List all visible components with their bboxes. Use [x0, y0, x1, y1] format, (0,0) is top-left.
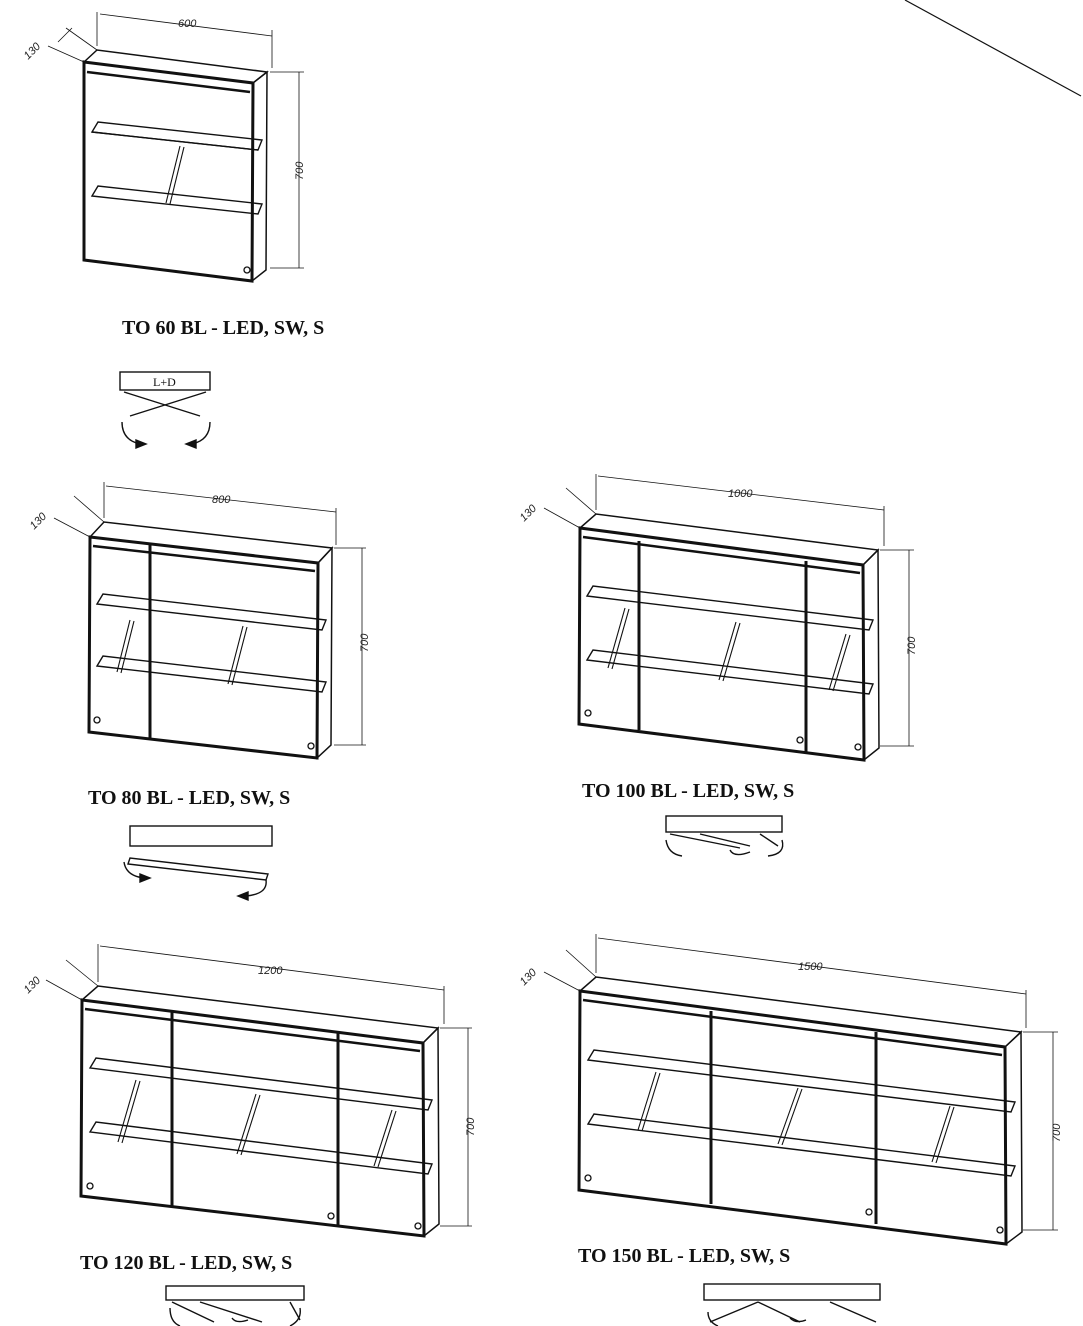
dim-width-to80: 800 [212, 494, 231, 506]
cabinet-side [422, 1026, 440, 1238]
cabinet-front [577, 526, 866, 762]
door-symbol-to60 [119, 371, 211, 450]
dim-height-to150: 700 [1051, 1123, 1063, 1142]
dim-height-to60: 700 [294, 161, 306, 180]
cabinet-top [578, 976, 1023, 1048]
caption-to100: TO 100 BL - LED, SW, S [582, 780, 795, 802]
dim-width-to60: 600 [178, 18, 197, 30]
dim-depth-to120: 130 [22, 974, 44, 996]
cabinet-to80 [53, 482, 366, 760]
cabinet-to150 [543, 934, 1058, 1246]
door-symbol-to100 [665, 815, 784, 857]
cabinet-front [82, 60, 255, 283]
caption-to150: TO 150 BL - LED, SW, S [578, 1245, 791, 1267]
dim-depth-to100: 130 [518, 502, 540, 524]
door-symbol-to150 [703, 1283, 881, 1326]
cabinet-to100 [543, 474, 914, 762]
caption-to80: TO 80 BL - LED, SW, S [88, 787, 291, 809]
dim-width-to120: 1200 [258, 965, 283, 977]
caption-to120: TO 120 BL - LED, SW, S [80, 1252, 293, 1274]
dim-width-to150: 1500 [798, 961, 823, 973]
corner-line [904, 0, 1082, 97]
dim-depth-to150: 130 [518, 966, 540, 988]
dim-height-to100: 700 [906, 636, 918, 655]
cabinet-front [577, 989, 1008, 1246]
dim-height-to80: 700 [359, 633, 371, 652]
dim-depth-to60: 130 [22, 40, 44, 62]
cabinet-to120 [45, 944, 472, 1238]
dim-width-to100: 1000 [728, 488, 753, 500]
door-symbol-to120 [165, 1285, 305, 1326]
cabinet-front [79, 998, 426, 1238]
caption-to60: TO 60 BL - LED, SW, S [122, 317, 325, 339]
door-symbol-to80 [123, 825, 273, 902]
cabinet-side [862, 548, 880, 762]
dim-depth-to80: 130 [28, 510, 50, 532]
dim-height-to120: 700 [465, 1117, 477, 1136]
door-symbol-label: L+D [153, 375, 176, 389]
cabinet-front [87, 535, 320, 760]
cabinet-top [578, 513, 880, 566]
cabinet-to60 [47, 12, 304, 283]
cabinet-side [1004, 1030, 1023, 1246]
